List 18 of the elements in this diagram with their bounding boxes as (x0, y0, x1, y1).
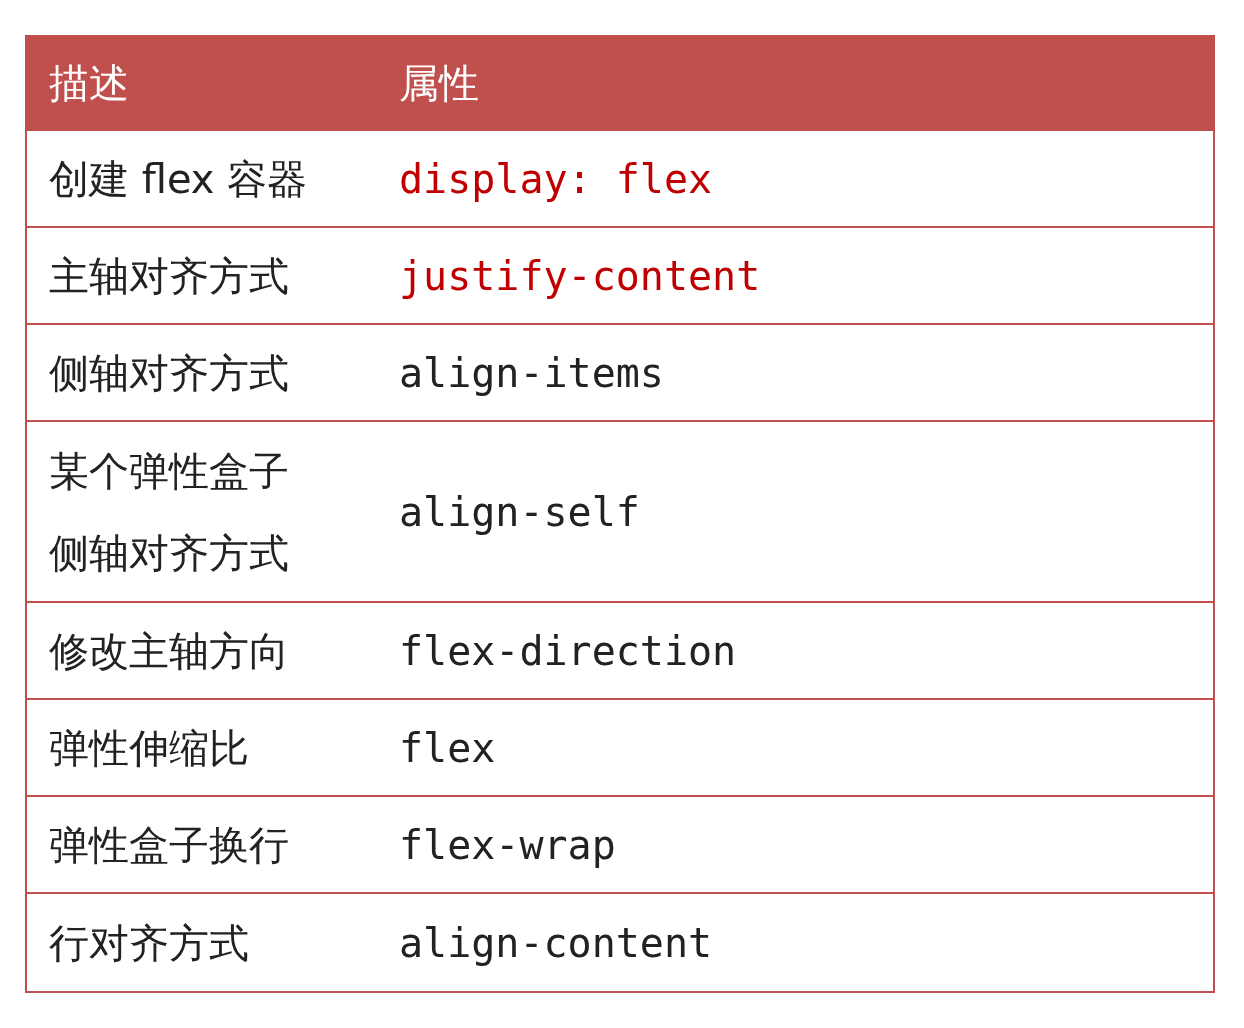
property-code: flex (399, 723, 496, 773)
property-code: display: flex (399, 154, 713, 204)
property-code: align-content (399, 918, 713, 968)
description-text: 创建 flex 容器 (49, 154, 308, 204)
property-code: justify-content (399, 251, 761, 301)
property-code: align-self (399, 487, 640, 537)
property-code: align-items (399, 348, 664, 398)
description-text: 修改主轴方向 (49, 626, 289, 676)
description-text: 某个弹性盒子侧轴对齐方式 (49, 446, 290, 578)
description-text: 行对齐方式 (49, 918, 249, 968)
description-text: 弹性伸缩比 (49, 723, 249, 773)
column-heading: 属性 (399, 59, 479, 108)
column-heading: 描述 (49, 59, 129, 108)
description-text: 主轴对齐方式 (49, 251, 289, 301)
property-code: flex-direction (399, 626, 737, 676)
property-code: flex-wrap (399, 820, 616, 870)
description-text: 弹性盒子换行 (49, 820, 289, 870)
description-text: 侧轴对齐方式 (49, 348, 289, 398)
